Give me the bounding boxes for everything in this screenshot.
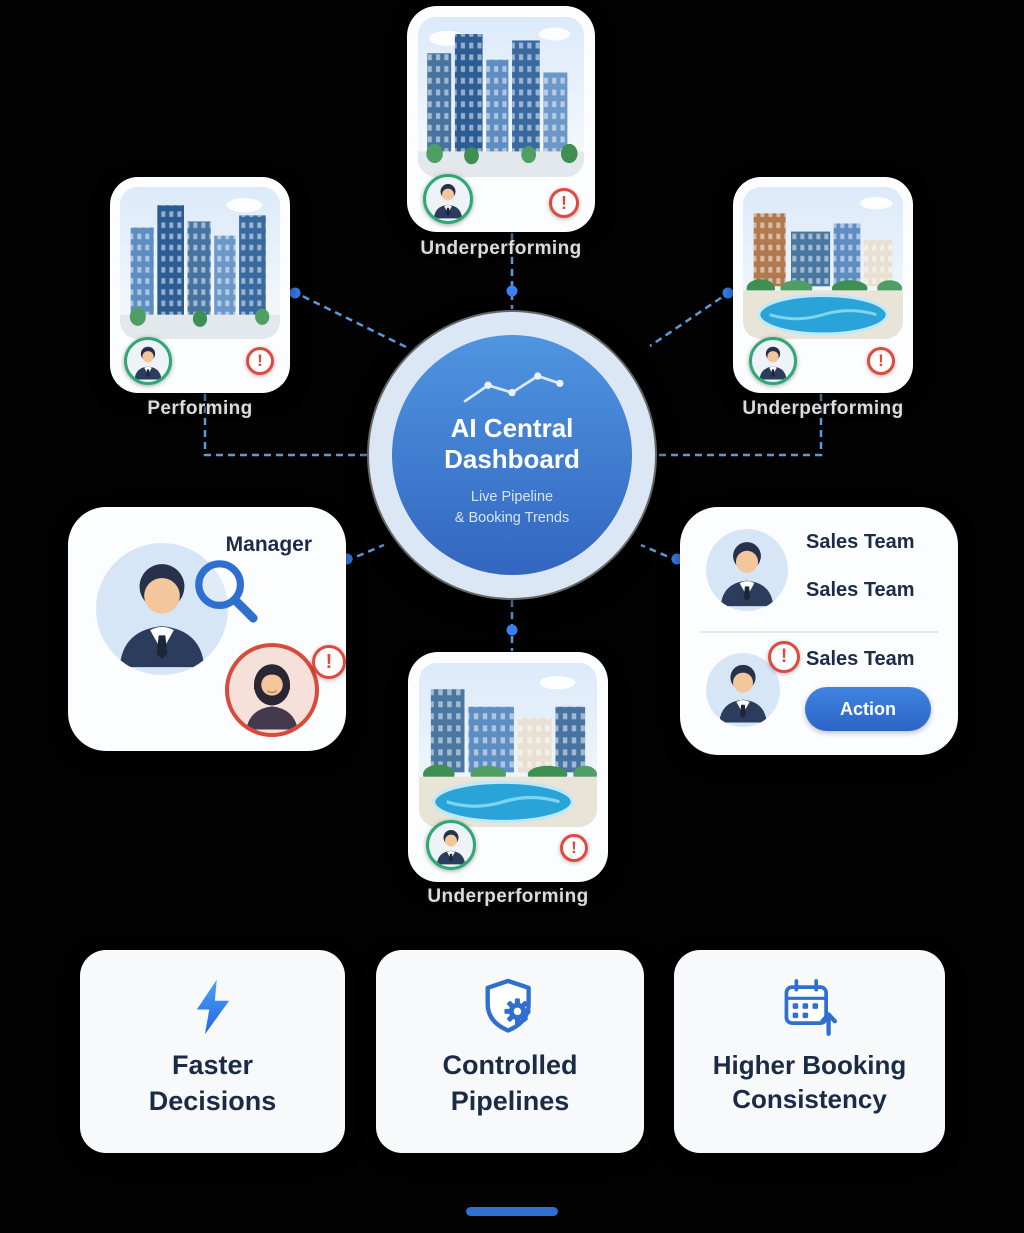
property-node-top: ! — [407, 6, 595, 232]
city-image — [418, 17, 584, 177]
lightning-icon — [196, 979, 229, 1035]
hub-subtitle-line1: Live Pipeline — [470, 489, 554, 506]
connector-manager — [345, 543, 385, 563]
shield-gear-icon — [485, 978, 531, 1033]
agent-avatar — [423, 174, 473, 224]
bottom-indicator-bar — [466, 1207, 558, 1216]
alert-icon: ! — [246, 347, 274, 375]
resort-image — [743, 187, 903, 339]
manager-label: Manager — [225, 533, 312, 556]
calendar-up-icon — [784, 979, 837, 1036]
agent-avatar — [426, 820, 476, 870]
man-avatar-icon — [134, 346, 162, 380]
alert-icon: ! — [867, 347, 895, 375]
man-avatar-icon — [720, 542, 774, 607]
benefit-text: Faster Decisions — [149, 1048, 277, 1119]
alert-icon: ! — [768, 641, 800, 673]
woman-avatar-icon — [246, 664, 298, 730]
benefit-text: Controlled Pipelines — [443, 1048, 578, 1119]
alert-glyph: ! — [325, 650, 333, 673]
benefit-card-booking-consistency: Higher Booking Consistency — [674, 950, 945, 1153]
connector-sales — [640, 543, 679, 563]
city-skyline-illustration — [120, 187, 280, 339]
connector-topright-diagonal — [649, 289, 732, 348]
action-button[interactable]: Action — [805, 687, 931, 731]
alert-glyph: ! — [878, 351, 884, 370]
node-left-label: Performing — [147, 398, 253, 419]
node-right-label: Underperforming — [742, 398, 904, 419]
alert-glyph: ! — [780, 646, 788, 667]
sales-avatar-2 — [706, 653, 780, 727]
sales-team-card: Sales Team Sales Team ! Sales Team Actio… — [680, 507, 958, 755]
resort-illustration — [743, 187, 903, 339]
resort-image — [419, 663, 597, 827]
man-avatar-icon — [433, 184, 463, 219]
benefit-line2: Consistency — [732, 1084, 887, 1115]
hub-subtitle-line2: & Booking Trends — [454, 510, 570, 527]
benefit-card-controlled-pipelines: Controlled Pipelines — [376, 950, 644, 1153]
man-avatar-icon — [119, 564, 205, 668]
connector-topleft-diagonal — [291, 289, 409, 350]
central-dashboard-hub: AI Central Dashboard Live Pipeline & Boo… — [369, 312, 655, 598]
alert-icon: ! — [549, 188, 579, 218]
benefit-line1: Higher Booking — [712, 1050, 907, 1080]
man-avatar-icon — [436, 830, 466, 865]
man-avatar-icon — [759, 346, 787, 380]
benefit-line1: Controlled — [442, 1050, 578, 1080]
divider — [700, 631, 938, 633]
hub-disc: AI Central Dashboard Live Pipeline & Boo… — [392, 335, 632, 575]
sales-avatar-1 — [706, 529, 788, 611]
alert-glyph: ! — [257, 351, 263, 370]
agent-avatar — [749, 337, 797, 385]
alert-glyph: ! — [571, 838, 577, 857]
manager-card: Manager ! — [68, 507, 346, 751]
city-skyline-illustration — [418, 17, 584, 177]
property-node-bottom: ! — [408, 652, 608, 882]
trend-chart-icon — [463, 372, 564, 403]
hub-subtitle: Live Pipeline & Booking Trends — [455, 487, 569, 529]
hub-title-line1: AI Central — [450, 413, 574, 443]
agent-avatar — [124, 337, 172, 385]
underperformer-avatar — [225, 643, 319, 737]
property-node-left: ! — [110, 177, 290, 393]
resort-illustration — [419, 663, 597, 827]
benefit-line2: Pipelines — [450, 1085, 570, 1116]
city-image — [120, 187, 280, 339]
sales-team-row-2: Sales Team — [806, 579, 915, 601]
hub-title: AI Central Dashboard — [444, 413, 580, 475]
alert-icon: ! — [560, 834, 588, 862]
sales-team-row-3: Sales Team — [806, 648, 915, 670]
property-node-right: ! — [733, 177, 913, 393]
alert-glyph: ! — [561, 192, 567, 213]
alert-icon: ! — [312, 645, 346, 679]
node-bottom-label: Underperforming — [427, 886, 589, 907]
benefit-line2: Decisions — [148, 1085, 277, 1116]
benefit-text: Higher Booking Consistency — [713, 1048, 907, 1117]
magnifier-icon — [195, 560, 258, 623]
benefit-card-faster-decisions: Faster Decisions — [80, 950, 345, 1153]
man-avatar-icon — [719, 664, 767, 723]
hub-title-line2: Dashboard — [444, 444, 580, 475]
node-top-label: Underperforming — [420, 238, 582, 259]
sales-team-row-1: Sales Team — [806, 531, 915, 553]
benefit-line1: Faster — [171, 1050, 254, 1080]
